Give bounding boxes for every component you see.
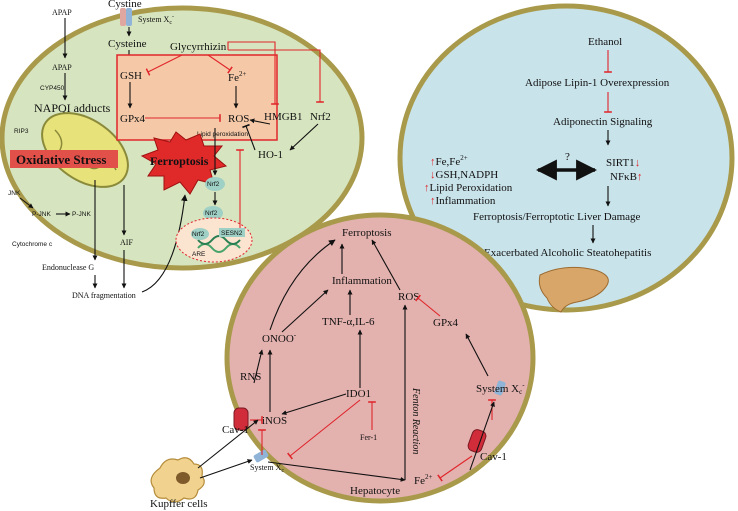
ferroptosis-bottom-label: Ferroptosis [342,227,392,239]
nrf2-blob-a [205,177,225,191]
cav1-right-shape [467,429,487,453]
napqi-label: NAPQI adducts [34,101,111,115]
kupffer-cell: Kupffer cells [150,419,259,510]
adiponectin-label: Adiponectin Signaling [553,116,653,128]
hepatocyte-label: Hepatocyte [350,485,400,497]
jnk-label: JNK [8,190,21,197]
sesn2-label: SESN2 [221,230,243,237]
sirt1-label: SIRT1↓ [606,157,640,169]
nucleus [175,217,253,263]
endonuclease-g-label: Endonuclease G [42,263,94,272]
rip3-label: RIP3 [14,128,29,135]
onoo-label: ONOO- [262,331,297,345]
cysteine-label: Cysteine [108,38,147,50]
gsh-nadph-label: ↓GSH,NADPH [430,169,498,181]
gpx4-label: GPx4 [120,113,146,125]
lipin-label: Adipose Lipin-1 Overexpression [525,77,670,89]
cystine-label: Cystine [108,0,142,10]
nrf2-b-label: Nrf2 [205,210,218,217]
hmgb1-label: HMGB1 [264,111,303,123]
apap-top-label: APAP [52,8,72,17]
right-cell: Ethanol Adipose Lipin-1 Overexpression A… [397,3,735,313]
nrf2-label: Nrf2 [310,111,331,123]
inos-label: iNOS [262,415,287,427]
inflammation-right-label: ↑Inflammation [430,195,496,207]
oxidative-stress-label: Oxidative Stress [16,152,106,167]
ferroptosis-label: Ferroptosis [150,154,209,168]
rns-label: RNS [240,371,261,383]
gsh-label: GSH [120,70,142,82]
are-label: ARE [192,251,206,258]
left-cell: Cystine System Xc- Cysteine Glycyrrhizin… [0,0,365,300]
system-xc-transporter [120,8,126,26]
nfkb-label: NFκB↑ [610,171,642,183]
system-xc-right-label: System Xc- [476,381,525,396]
steatohepatitis-label: Exacerbated Alcoholic Steatohepatitis [484,247,651,259]
gpx4-bottom-label: GPx4 [433,317,459,329]
system-xc-label: System Xc- [138,14,174,26]
fe-bottom-label: Fe2+ [414,473,433,487]
fer1-label: Fer-1 [360,433,377,442]
ido1-label: IDO1 [346,388,371,400]
cyp450-label: CYP450 [40,85,65,92]
cytochrome-c-label: Cytochrome c [12,241,53,248]
nrf2-a-label: Nrf2 [207,181,220,188]
ros-bottom-label: ROS [398,291,419,303]
system-xc-right-shape [494,380,506,396]
question-label: ? [565,151,570,163]
ros-box [116,54,278,141]
kupffer-label: Kupffer cells [150,498,208,510]
system-xc-left-shape [253,449,269,463]
lipid-peroxidation-label: Lipid peroxidation [197,131,248,138]
right-cell-membrane [397,3,735,313]
ethanol-label: Ethanol [588,36,622,48]
tnf-label: TNF-α,IL-6 [322,316,375,328]
p-jnk-a-label: P-JNK [32,211,51,218]
ferroptosis-star [140,131,228,195]
fenton-label: Fenton Reaction [410,387,421,454]
nrf2-c-label: Nrf2 [192,231,205,238]
bottom-cell: Ferroptosis Inflammation ONOO- TNF-α,IL-… [222,212,536,504]
aif-label: AIF [120,238,133,247]
p-jnk-b-label: P-JNK [72,211,91,218]
ferroptotic-damage-label: Ferroptosis/Ferroptotic Liver Damage [473,211,641,223]
system-xc-left-label: System Xc- [250,462,286,474]
hepatocyte-membrane [224,212,536,504]
lipid-perox-label: ↑Lipid Peroxidation [424,182,513,194]
apap-label: APAP [52,63,72,72]
nrf2-blob-b [203,206,223,220]
cav1-right-label: Cav-1 [480,451,507,463]
oxidative-stress-box [10,150,118,168]
glycyrrhizin-label: Glycyrrhizin [170,41,227,53]
ho1-label: HO-1 [258,149,283,161]
ros-label: ROS [228,113,249,125]
inflammation-bottom-label: Inflammation [332,275,392,287]
fe-line-label: ↑Fe,Fe2+ [430,154,468,168]
liver-icon [538,266,609,313]
cav1-left-shape [233,407,249,431]
fe-label: Fe2+ [228,70,247,84]
dna-fragmentation-label: DNA fragmentation [72,291,136,300]
